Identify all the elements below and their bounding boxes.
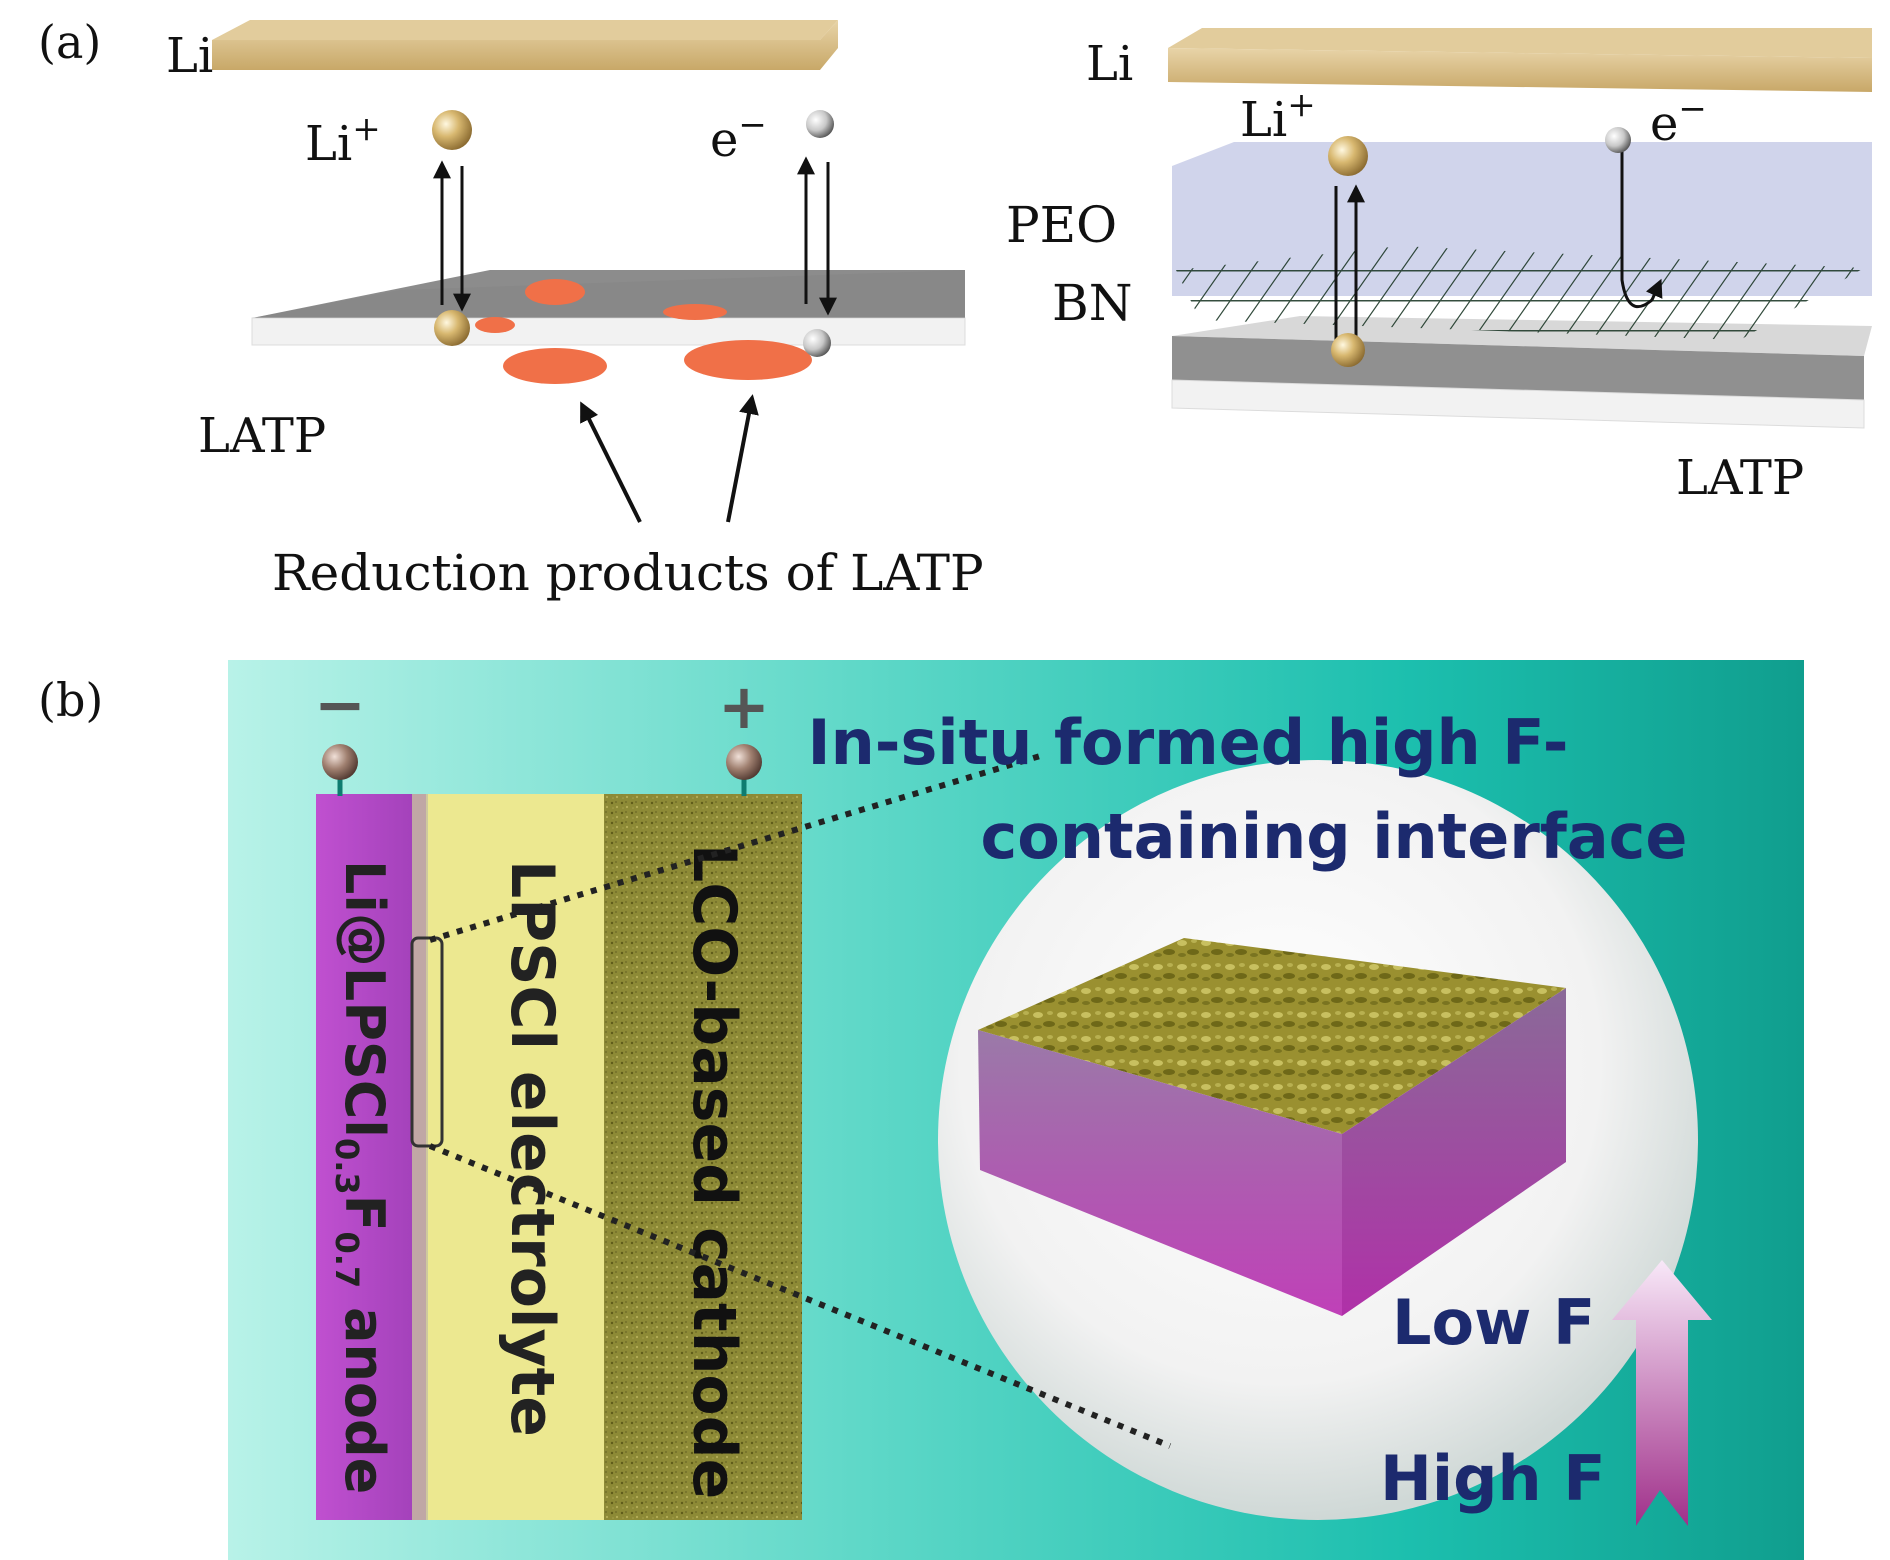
electrolyte-label: LPSCl electrolyte	[497, 860, 567, 1437]
li-label-right: Li	[1086, 36, 1133, 92]
negative-terminal-ball	[322, 744, 358, 780]
bn-mesh	[1176, 246, 1864, 340]
interface-cube	[978, 938, 1566, 1316]
negative-terminal: −	[314, 668, 366, 796]
lithium-foil-right	[1168, 28, 1872, 92]
latp-slab-right	[1171, 316, 1872, 429]
high-f-label: High F	[1380, 1442, 1606, 1515]
plus-sign: +	[718, 670, 770, 743]
cube-left-face	[978, 1030, 1342, 1316]
interface-highlight-box	[410, 936, 444, 1148]
reduction-spot	[663, 304, 727, 320]
reduction-spot	[525, 279, 585, 305]
cube-right-face	[1342, 988, 1566, 1316]
cathode-label: LCO-based cathode	[679, 844, 749, 1499]
interface-title-line2: containing interface	[981, 800, 1688, 873]
latp-label-left: LATP	[198, 408, 326, 464]
interface-title-line1: In-situ formed high F-	[808, 706, 1569, 779]
latp-label-right: LATP	[1676, 450, 1804, 506]
li-ion-label-right: Li+	[1240, 85, 1316, 148]
li-ion-label-left: Li+	[305, 109, 381, 172]
li-ion-ball-left-bottom	[434, 310, 470, 346]
electron-label-right: e−	[1650, 89, 1707, 152]
reduction-spot	[475, 317, 515, 333]
positive-terminal-ball	[726, 744, 762, 780]
reduction-spots	[475, 279, 812, 384]
li-ion-ball-right-top	[1328, 136, 1368, 176]
li-label-left: Li	[166, 28, 213, 84]
positive-terminal: +	[718, 670, 770, 796]
peo-label: PEO	[1006, 196, 1117, 254]
anode-label: Li@LPSCl0.3F0.7 anode	[328, 860, 396, 1494]
electron-ball-left-bottom	[803, 329, 831, 357]
fluorine-gradient-arrow	[1612, 1260, 1712, 1526]
lithium-foil-left	[212, 20, 838, 70]
reduction-products-caption: Reduction products of LATP	[272, 544, 984, 602]
panel-a-label: (a)	[38, 15, 101, 69]
latp-slab-left	[251, 270, 966, 346]
panel-b: (b) Li@LPSCl0.3F0.7 anode LPSCl electrol…	[38, 660, 1804, 1560]
reduction-spot	[503, 348, 607, 384]
minus-sign: −	[314, 668, 366, 741]
reduction-spot	[510, 356, 530, 368]
anode-layer	[316, 794, 426, 1520]
battery-cell: Li@LPSCl0.3F0.7 anode LPSCl electrolyte …	[316, 794, 802, 1520]
cube-top-face	[978, 938, 1566, 1134]
panel-b-label: (b)	[38, 673, 103, 727]
li-ion-ball-right-bottom	[1331, 333, 1365, 367]
reduction-pointer-arrow-1	[580, 401, 642, 523]
panel-a-right-schematic: Li Li+ e− PEO BN LATP	[1006, 28, 1872, 506]
reduction-spot	[684, 340, 812, 380]
zoom-callout: Low F High F	[428, 753, 1712, 1526]
cathode-bevel	[700, 794, 802, 1520]
panel-a-left-schematic: Li Li+ e−	[166, 20, 984, 602]
li-ion-ball-left-top	[432, 110, 472, 150]
bn-label: BN	[1052, 274, 1133, 332]
panel-a: (a) Li	[38, 15, 1872, 602]
electron-ball-right	[1605, 127, 1631, 153]
anode-interphase	[412, 794, 428, 1520]
electron-ball-left-top	[806, 110, 834, 138]
reduction-pointer-arrow-2	[726, 394, 759, 523]
electron-blocked-path	[1620, 150, 1663, 309]
electron-label-left: e−	[710, 105, 767, 168]
low-f-label: Low F	[1392, 1286, 1595, 1359]
